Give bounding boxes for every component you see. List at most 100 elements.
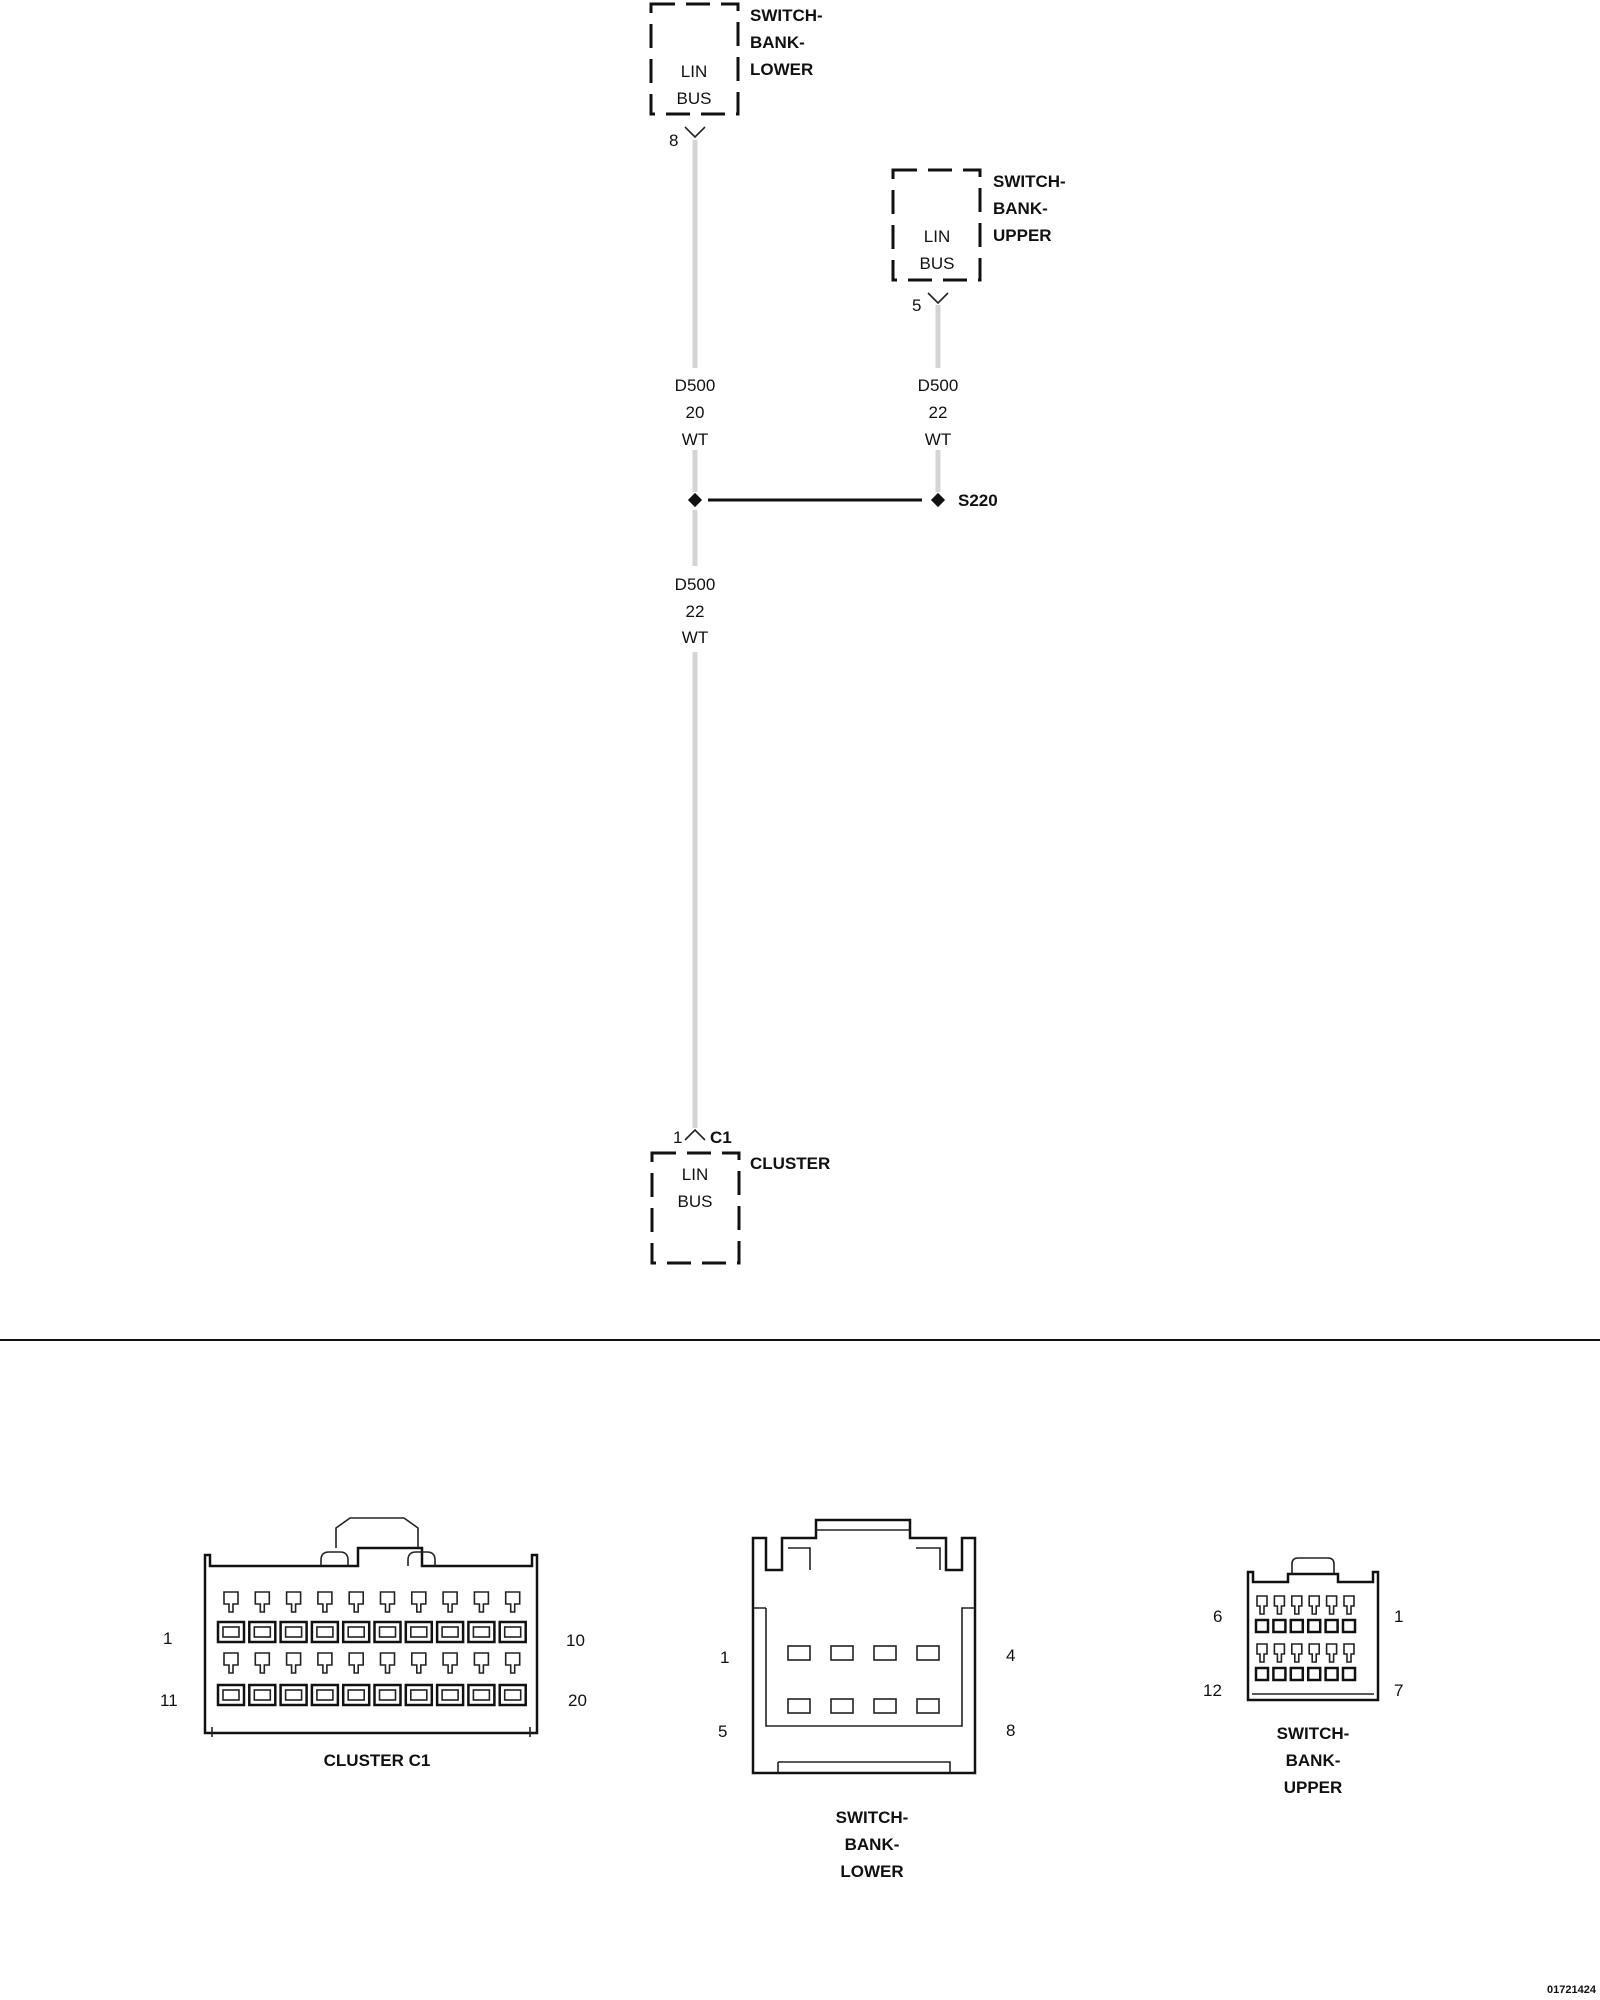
switch-bank-lower-cavity-grid: [787, 1645, 940, 1714]
wire-upper-gauge: 22: [929, 403, 948, 422]
cavity-latch: [317, 1652, 333, 1674]
cavity: [279, 1683, 308, 1707]
wire-cluster-color: WT: [682, 628, 708, 647]
cavity-latch: [411, 1652, 427, 1674]
cavity-latch: [1343, 1595, 1355, 1615]
cavity-latch: [223, 1652, 239, 1674]
switch-bank-lower-function-line2: BUS: [677, 89, 712, 108]
switch-bank-upper-view-pin-6-label: 6: [1213, 1607, 1222, 1626]
switch-bank-lower-view-title-line1: SWITCH-: [836, 1808, 909, 1827]
cluster-c1-pin-20-label: 20: [568, 1691, 587, 1710]
cavity: [1272, 1618, 1287, 1634]
cavity: [373, 1620, 402, 1644]
cavity-latch: [504, 1591, 521, 1613]
cavity: [404, 1683, 434, 1707]
cluster-component: 1 C1 LIN BUS CLUSTER: [650, 1128, 830, 1265]
cavity: [248, 1683, 277, 1707]
cavity: [498, 1620, 527, 1644]
switch-bank-lower-pin-terminal: [684, 126, 706, 139]
switch-bank-lower-view-title-line2: BANK-: [845, 1835, 900, 1854]
cavity-terminal: [222, 1626, 240, 1638]
cavity-latch: [1291, 1643, 1303, 1663]
cavity-terminal: [409, 1626, 428, 1638]
cluster-function-line1: LIN: [682, 1165, 708, 1184]
connector-view-switch-bank-upper: 6 1 12 7 SWITCH- BANK- UPPER: [1203, 1557, 1403, 1797]
cavity: [248, 1620, 277, 1644]
cavity-latch: [1291, 1595, 1303, 1615]
cavity-latch: [504, 1652, 521, 1674]
cavity-latch: [442, 1652, 458, 1674]
cavity-latch: [473, 1591, 490, 1613]
switch-bank-upper-name-line2: BANK-: [993, 199, 1048, 218]
cavity: [310, 1620, 340, 1644]
cavity: [830, 1698, 854, 1714]
wire-lower-circuit: D500: [675, 376, 716, 395]
switch-bank-lower-view-title-line3: LOWER: [840, 1862, 903, 1881]
switch-bank-lower-pin-number: 8: [669, 131, 678, 150]
cavity-terminal: [347, 1626, 366, 1638]
splice-label: S220: [958, 491, 998, 510]
wire-upper-circuit: D500: [918, 376, 959, 395]
switch-bank-upper-view-pin-12-label: 12: [1203, 1681, 1222, 1700]
splice-node-right: [930, 492, 946, 508]
cavity: [916, 1698, 940, 1714]
switch-bank-upper-name-line1: SWITCH-: [993, 172, 1066, 191]
cluster-pin-terminal: [684, 1128, 706, 1141]
cavity-terminal: [409, 1689, 428, 1701]
switch-bank-upper-view-title-line3: UPPER: [1284, 1778, 1343, 1797]
cluster-connector-id: C1: [710, 1128, 732, 1147]
switch-bank-lower-component: LIN BUS SWITCH- BANK- LOWER 8: [649, 2, 823, 150]
cavity-terminal: [472, 1626, 491, 1638]
switch-bank-lower-view-pin-4-label: 4: [1006, 1646, 1015, 1665]
switch-bank-upper-name-line3: UPPER: [993, 226, 1052, 245]
cavity-latch: [1343, 1643, 1355, 1663]
cavity-latch: [1256, 1643, 1268, 1663]
cavity: [1341, 1666, 1357, 1682]
cavity: [310, 1683, 340, 1707]
cavity-latch: [1256, 1595, 1268, 1615]
wire-lower-color: WT: [682, 430, 708, 449]
cavity: [1289, 1666, 1305, 1682]
wire-upper-color: WT: [925, 430, 951, 449]
cluster-function-line2: BUS: [678, 1192, 713, 1211]
cavity: [1306, 1618, 1322, 1634]
cluster-c1-cavity-grid: [216, 1591, 527, 1707]
cluster-c1-pin-11-label: 11: [160, 1691, 178, 1710]
cavity: [216, 1683, 246, 1707]
cluster-c1-pin-10-label: 10: [566, 1631, 585, 1650]
cavity-latch: [223, 1591, 239, 1613]
cavity-latch: [285, 1591, 302, 1613]
cavity-latch: [379, 1652, 396, 1674]
cavity: [498, 1683, 527, 1707]
cluster-name: CLUSTER: [750, 1154, 830, 1173]
cavity-latch: [1308, 1595, 1320, 1615]
switch-bank-upper-view-title-line2: BANK-: [1286, 1751, 1341, 1770]
switch-bank-lower-view-pin-1-label: 1: [720, 1648, 729, 1667]
wire-splice-to-cluster: D500 22 WT: [675, 510, 715, 1128]
switch-bank-upper-view-pin-7-label: 7: [1394, 1681, 1403, 1700]
wire-lower-to-splice: D500 20 WT: [675, 140, 716, 492]
cavity-terminal: [441, 1626, 459, 1638]
switch-bank-upper-component: LIN BUS SWITCH- BANK- UPPER 5: [891, 168, 1066, 315]
cavity-latch: [1325, 1595, 1338, 1615]
cavity: [1306, 1666, 1322, 1682]
cavity-terminal: [441, 1689, 459, 1701]
switch-bank-lower-name-line2: BANK-: [750, 33, 805, 52]
cavity: [873, 1698, 897, 1714]
cavity: [1272, 1666, 1287, 1682]
cavity-terminal: [316, 1626, 334, 1638]
cavity: [1289, 1618, 1305, 1634]
wire-cluster-gauge: 22: [686, 602, 705, 621]
cavity-terminal: [316, 1689, 334, 1701]
cavity: [404, 1620, 434, 1644]
cavity-terminal: [503, 1689, 522, 1701]
cavity-latch: [317, 1591, 333, 1613]
cavity: [435, 1620, 465, 1644]
wire-upper-to-splice: D500 22 WT: [918, 305, 959, 492]
cavity-terminal: [222, 1689, 240, 1701]
cavity: [341, 1683, 371, 1707]
wire-lower-gauge: 20: [686, 403, 705, 422]
switch-bank-upper-function-line2: BUS: [920, 254, 955, 273]
cavity: [916, 1645, 940, 1661]
